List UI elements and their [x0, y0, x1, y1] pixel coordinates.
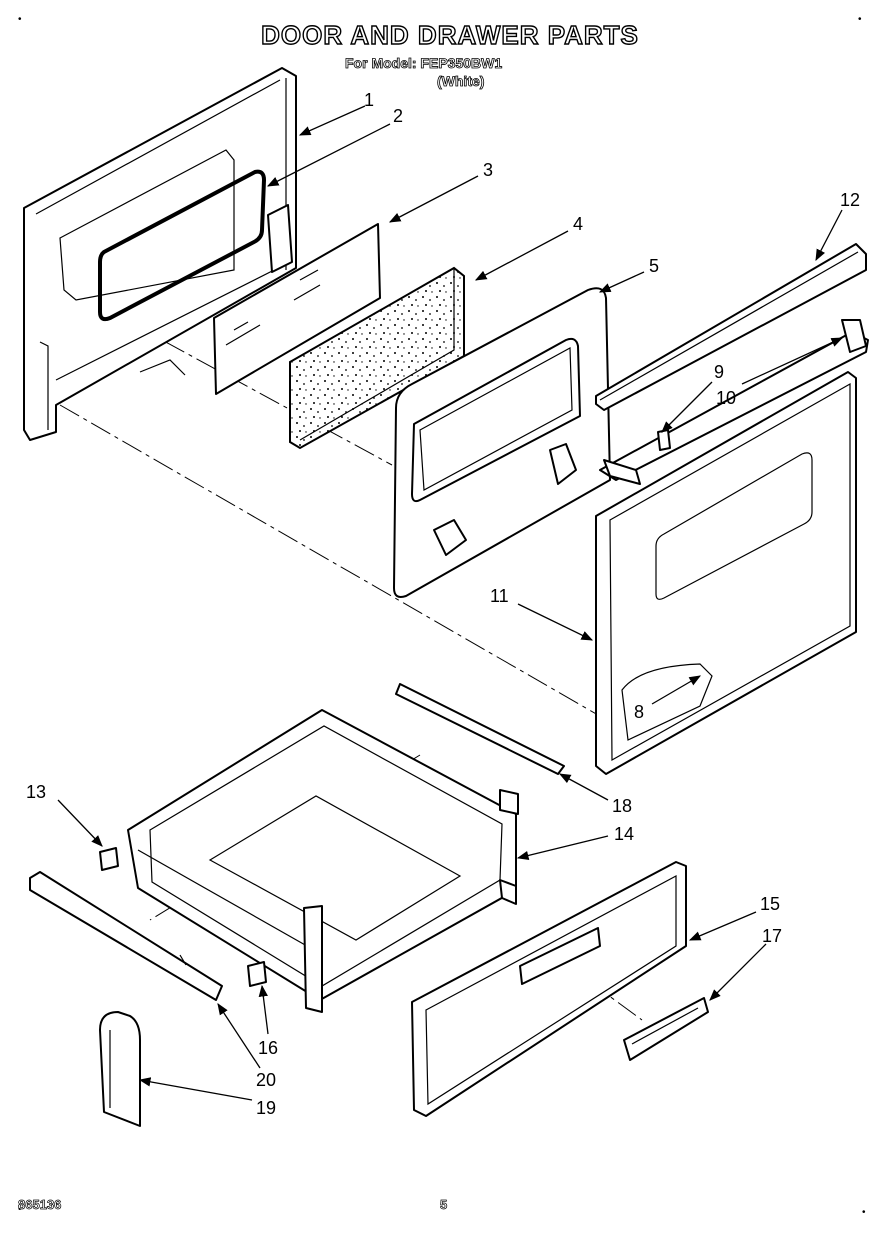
- door-gasket: [98, 169, 267, 322]
- callout-8: 8: [634, 702, 644, 722]
- inner-glass: [213, 223, 381, 395]
- callout-9: 9: [714, 362, 724, 382]
- inner-door-liner: [393, 287, 611, 598]
- callout-16: 16: [258, 1038, 278, 1058]
- corner-mark: •: [858, 14, 862, 25]
- drawer-clip-left: [99, 847, 119, 871]
- callout-15: 15: [760, 894, 780, 914]
- page-title: DOOR AND DRAWER PARTS: [260, 19, 639, 50]
- door-frame: [595, 371, 857, 775]
- leader-lines: [57, 105, 844, 1101]
- drawer-handle: [623, 997, 709, 1061]
- drawer-rail: [395, 683, 565, 775]
- corner-mark: •: [18, 14, 22, 25]
- drawer-side-cover: [99, 1011, 141, 1127]
- outer-door-panel: [23, 67, 297, 441]
- callout-17: 17: [762, 926, 782, 946]
- callout-20: 20: [256, 1070, 276, 1090]
- drawer-front-panel: [411, 861, 687, 1117]
- footer-code: 865136: [18, 1197, 62, 1213]
- callout-10: 10: [716, 388, 736, 408]
- model-label: For Model: FEP350BW1: [345, 55, 503, 72]
- corner-mark: •: [18, 1204, 22, 1215]
- callout-5: 5: [649, 256, 659, 276]
- callout-11: 11: [490, 586, 509, 606]
- variant-label: (White): [437, 73, 485, 90]
- callout-19: 19: [256, 1098, 276, 1118]
- drawer-body: [127, 709, 519, 1013]
- corner-marks: • • • •: [18, 14, 866, 1218]
- page-number: 5: [440, 1197, 448, 1213]
- callout-18: 18: [612, 796, 632, 816]
- drawer-side-rail: [29, 871, 223, 1001]
- callout-2: 2: [393, 106, 403, 126]
- callout-numbers: 1 2 3 4 5 8 9 10 11 12 13 14 15 16 17 18…: [26, 90, 860, 1118]
- callout-12: 12: [840, 190, 860, 210]
- callout-3: 3: [483, 160, 493, 180]
- callout-1: 1: [364, 90, 374, 110]
- door-trim-top: [595, 243, 867, 411]
- clip: [657, 429, 671, 451]
- corner-mark: •: [862, 1207, 866, 1218]
- callout-14: 14: [614, 824, 634, 844]
- callout-13: 13: [26, 782, 46, 802]
- drawer-clip-right: [247, 961, 267, 987]
- callout-4: 4: [573, 214, 583, 234]
